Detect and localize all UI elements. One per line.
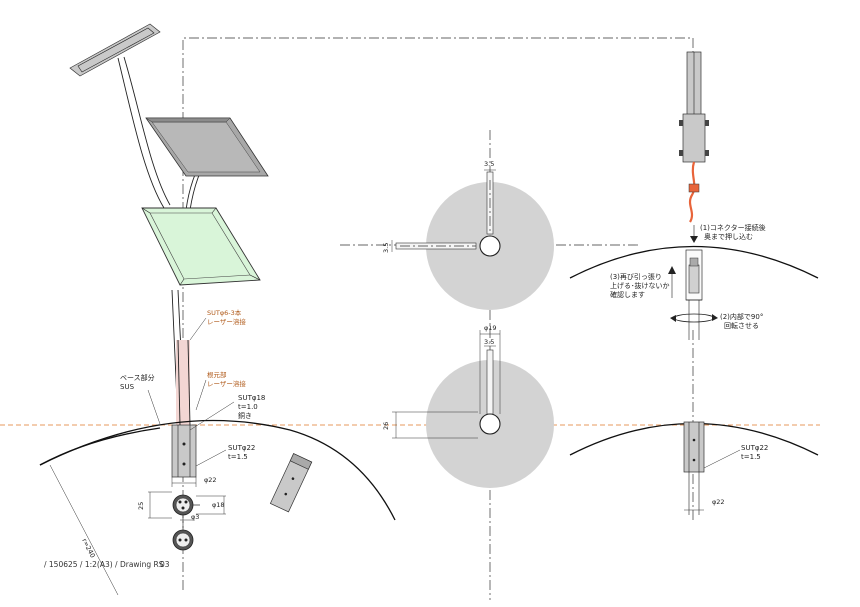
middle-panel xyxy=(145,117,269,177)
label-sut22-right: SUTφ22 xyxy=(741,444,768,452)
side-fixture xyxy=(269,453,313,513)
dim-phi19: φ19 xyxy=(484,324,497,332)
step3-label-3: 確認します xyxy=(610,290,645,299)
footer-info: / 150625 / 1:2(A3) / Drawing RS xyxy=(44,560,164,569)
label-base-part: ベース部分 xyxy=(120,373,155,382)
dim-r240: r=240 xyxy=(80,537,96,559)
footer: / 150625 / 1:2(A3) / Drawing RS 03 xyxy=(44,560,170,569)
step3-label: (3)再び引っ張り xyxy=(610,272,662,281)
label-sut22-right-t: t=1.5 xyxy=(741,453,761,461)
connector-sequence xyxy=(569,51,819,515)
top-panel xyxy=(69,23,161,77)
label-sut22-left: SUTφ22 xyxy=(228,444,255,452)
left-dimensions xyxy=(147,317,235,521)
step3-label-2: 上げる･抜けないか xyxy=(610,281,670,290)
label-root-weld: 根元部 xyxy=(207,370,227,379)
connector-detail xyxy=(172,494,194,551)
disc-top xyxy=(391,169,554,310)
step2-label-2: 回転させる xyxy=(724,322,759,330)
step1-label-2: 奥まで押し込む xyxy=(704,232,753,241)
step2-label: (2)内部で90° xyxy=(720,312,763,321)
dim-3-5-side: 3.5 xyxy=(382,243,390,253)
green-panel xyxy=(141,207,261,286)
dim-phi3: φ3 xyxy=(191,513,199,521)
dim-phi22-right: φ22 xyxy=(712,498,725,506)
dim-3-5-mid: 3.5 xyxy=(484,338,494,346)
label-sut18-t: t=1.0 xyxy=(238,403,258,411)
dim-phi18: φ18 xyxy=(212,501,225,509)
label-sut-weld: SUTφ6-3本 xyxy=(207,308,242,317)
dim-25: 25 xyxy=(137,502,145,510)
footer-sheet: 03 xyxy=(160,560,170,569)
annotations: SUTφ6-3本 レーザー溶接 根元部 レーザー溶接 ベース部分 SUS SUT… xyxy=(80,160,768,559)
dim-phi22-left: φ22 xyxy=(204,476,217,484)
label-sut18: SUTφ18 xyxy=(238,394,265,402)
base-tube xyxy=(171,424,197,478)
disc-bottom xyxy=(392,330,554,488)
label-sut22-left-t: t=1.5 xyxy=(228,453,248,461)
base-arc-left xyxy=(39,419,396,521)
label-sut-weld-2: レーザー溶接 xyxy=(207,317,246,326)
dim-3-5-top: 3.5 xyxy=(484,160,494,168)
lamp-assembly xyxy=(69,23,269,551)
label-base-material: SUS xyxy=(120,383,135,391)
center-lines xyxy=(180,37,694,600)
label-sut18-note: 銅き xyxy=(238,411,252,420)
dim-26: 26 xyxy=(382,422,390,430)
step1-label: (1)コネクター接続後 xyxy=(700,223,766,232)
label-root-weld-2: レーザー溶接 xyxy=(207,379,246,388)
